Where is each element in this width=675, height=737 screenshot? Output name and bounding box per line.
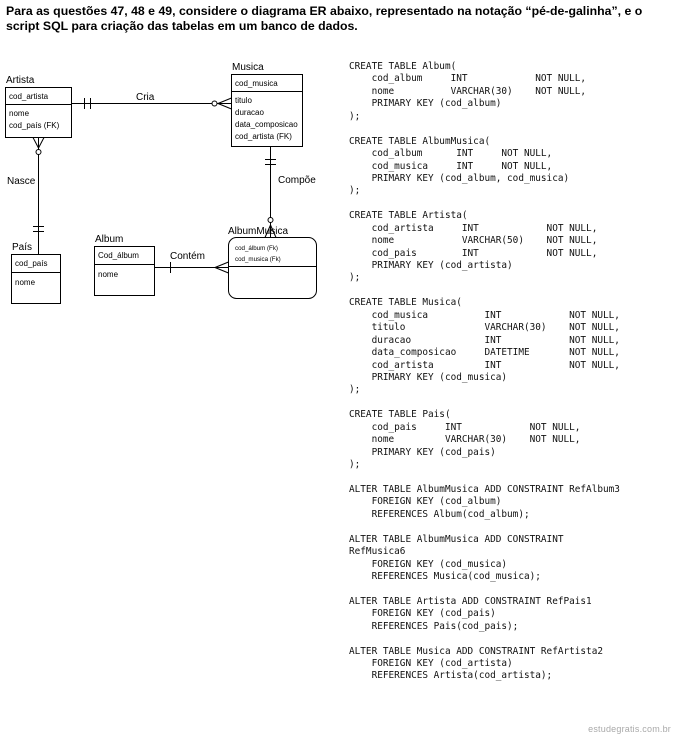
sql-line: PRIMARY KEY (cod_pais) bbox=[349, 446, 496, 458]
entity-artista-name: Artista bbox=[6, 75, 35, 86]
sql-line bbox=[349, 123, 620, 135]
sql-line: ALTER TABLE AlbumMusica ADD CONSTRAINT bbox=[349, 533, 564, 545]
sql-line bbox=[349, 397, 620, 409]
sql-line bbox=[349, 198, 620, 210]
entity-albummusica-pk: cod_álbum (Fk) bbox=[235, 245, 278, 252]
entity-artista-attr: nome bbox=[9, 109, 30, 118]
entity-pais-pk: cod_país bbox=[15, 259, 47, 268]
sql-line: REFERENCES Pais(cod_pais); bbox=[349, 620, 519, 632]
entity-artista-attr: cod_país (FK) bbox=[9, 121, 60, 130]
entity-albummusica-pk: cod_musica (Fk) bbox=[235, 256, 281, 263]
sql-line: PRIMARY KEY (cod_album, cod_musica) bbox=[349, 172, 570, 184]
entity-musica-attr: data_composicao bbox=[235, 120, 298, 129]
sql-line: CREATE TABLE Artista( bbox=[349, 210, 468, 222]
relationship-nasce-line bbox=[32, 137, 45, 255]
sql-line: ); bbox=[349, 459, 361, 470]
sql-line: CREATE TABLE Album( bbox=[349, 61, 457, 72]
entity-artista-pk: cod_artista bbox=[9, 92, 49, 101]
entity-musica-box bbox=[231, 74, 303, 147]
sql-line: REFERENCES Artista(cod_artista); bbox=[349, 670, 553, 682]
entity-album-name: Album bbox=[95, 234, 123, 245]
sql-line: data_composicao DATETIME NOT NULL, bbox=[349, 347, 620, 359]
relationship-contem-label: Contém bbox=[170, 251, 205, 262]
entity-album-box bbox=[94, 246, 155, 296]
relationship-cria-line bbox=[71, 97, 232, 110]
relationship-compoe-line bbox=[264, 146, 277, 238]
sql-line: FOREIGN KEY (cod_album) bbox=[349, 496, 502, 508]
sql-line: ); bbox=[349, 272, 361, 284]
sql-line: cod_album INT NOT NULL, bbox=[349, 148, 553, 160]
sql-line: cod_musica INT NOT NULL, bbox=[349, 160, 553, 172]
sql-line: REFERENCES Album(cod_album); bbox=[349, 508, 530, 520]
sql-line: cod_album INT NOT NULL, bbox=[349, 73, 587, 85]
sql-line: REFERENCES Musica(cod_musica); bbox=[349, 570, 541, 582]
sql-line: FOREIGN KEY (cod_pais) bbox=[349, 608, 496, 620]
sql-line bbox=[349, 633, 620, 645]
sql-line: ); bbox=[349, 185, 361, 197]
sql-line bbox=[349, 285, 620, 297]
sql-line: nome VARCHAR(30) NOT NULL, bbox=[349, 434, 581, 446]
sql-line: CREATE TABLE Musica( bbox=[349, 297, 462, 309]
sql-line: CREATE TABLE Pais( bbox=[349, 409, 451, 421]
sql-line bbox=[349, 471, 620, 483]
sql-line: FOREIGN KEY (cod_artista) bbox=[349, 658, 513, 669]
sql-line: RefMusica6 bbox=[349, 546, 406, 558]
sql-line: ); bbox=[349, 110, 361, 122]
entity-album-pk: Cod_álbum bbox=[98, 251, 139, 260]
sql-line: cod_pais INT NOT NULL, bbox=[349, 247, 598, 259]
entity-musica-attr: titulo bbox=[235, 96, 252, 105]
sql-line bbox=[349, 583, 620, 595]
watermark: estudegratis.com.br bbox=[588, 724, 671, 734]
relationship-contem-line bbox=[154, 261, 229, 274]
entity-albummusica-name: AlbumMusica bbox=[228, 226, 288, 237]
entity-album-attr: nome bbox=[98, 270, 119, 279]
sql-line: cod_artista INT NOT NULL, bbox=[349, 222, 598, 234]
sql-line bbox=[349, 521, 620, 533]
entity-musica-attr: duracao bbox=[235, 108, 264, 117]
sql-line: nome VARCHAR(30) NOT NULL, bbox=[349, 85, 587, 97]
sql-line: duracao INT NOT NULL, bbox=[349, 334, 620, 346]
relationship-cria-label: Cria bbox=[136, 92, 155, 103]
sql-line: FOREIGN KEY (cod_musica) bbox=[349, 558, 508, 570]
entity-musica-attr: cod_artista (FK) bbox=[235, 132, 292, 141]
sql-line: ); bbox=[349, 384, 361, 396]
entity-musica-pk: cod_musica bbox=[235, 79, 278, 88]
sql-line: CREATE TABLE AlbumMusica( bbox=[349, 135, 491, 147]
sql-line: PRIMARY KEY (cod_musica) bbox=[349, 371, 508, 383]
entity-pais-box bbox=[11, 254, 61, 304]
sql-line: nome VARCHAR(50) NOT NULL, bbox=[349, 235, 598, 247]
sql-line: ALTER TABLE Artista ADD CONSTRAINT RefPa… bbox=[349, 595, 592, 607]
relationship-compoe-label: Compõe bbox=[278, 175, 316, 186]
sql-script: CREATE TABLE Album( cod_album INT NOT NU… bbox=[349, 61, 620, 683]
relationship-nasce-label: Nasce bbox=[7, 176, 36, 187]
sql-line: cod_pais INT NOT NULL, bbox=[349, 421, 581, 433]
entity-musica-name: Musica bbox=[232, 62, 264, 73]
sql-line: titulo VARCHAR(30) NOT NULL, bbox=[349, 322, 620, 334]
question-intro: Para as questões 47, 48 e 49, considere … bbox=[6, 4, 643, 33]
sql-line: ALTER TABLE Musica ADD CONSTRAINT RefArt… bbox=[349, 645, 603, 657]
entity-pais-attr: nome bbox=[15, 278, 36, 287]
sql-line: cod_musica INT NOT NULL, bbox=[349, 309, 620, 321]
sql-line: ALTER TABLE AlbumMusica ADD CONSTRAINT R… bbox=[349, 483, 620, 495]
sql-line: cod_artista INT NOT NULL, bbox=[349, 359, 620, 371]
sql-line: PRIMARY KEY (cod_album) bbox=[349, 98, 502, 110]
entity-pais-name: País bbox=[12, 242, 32, 253]
sql-line: PRIMARY KEY (cod_artista) bbox=[349, 260, 513, 271]
